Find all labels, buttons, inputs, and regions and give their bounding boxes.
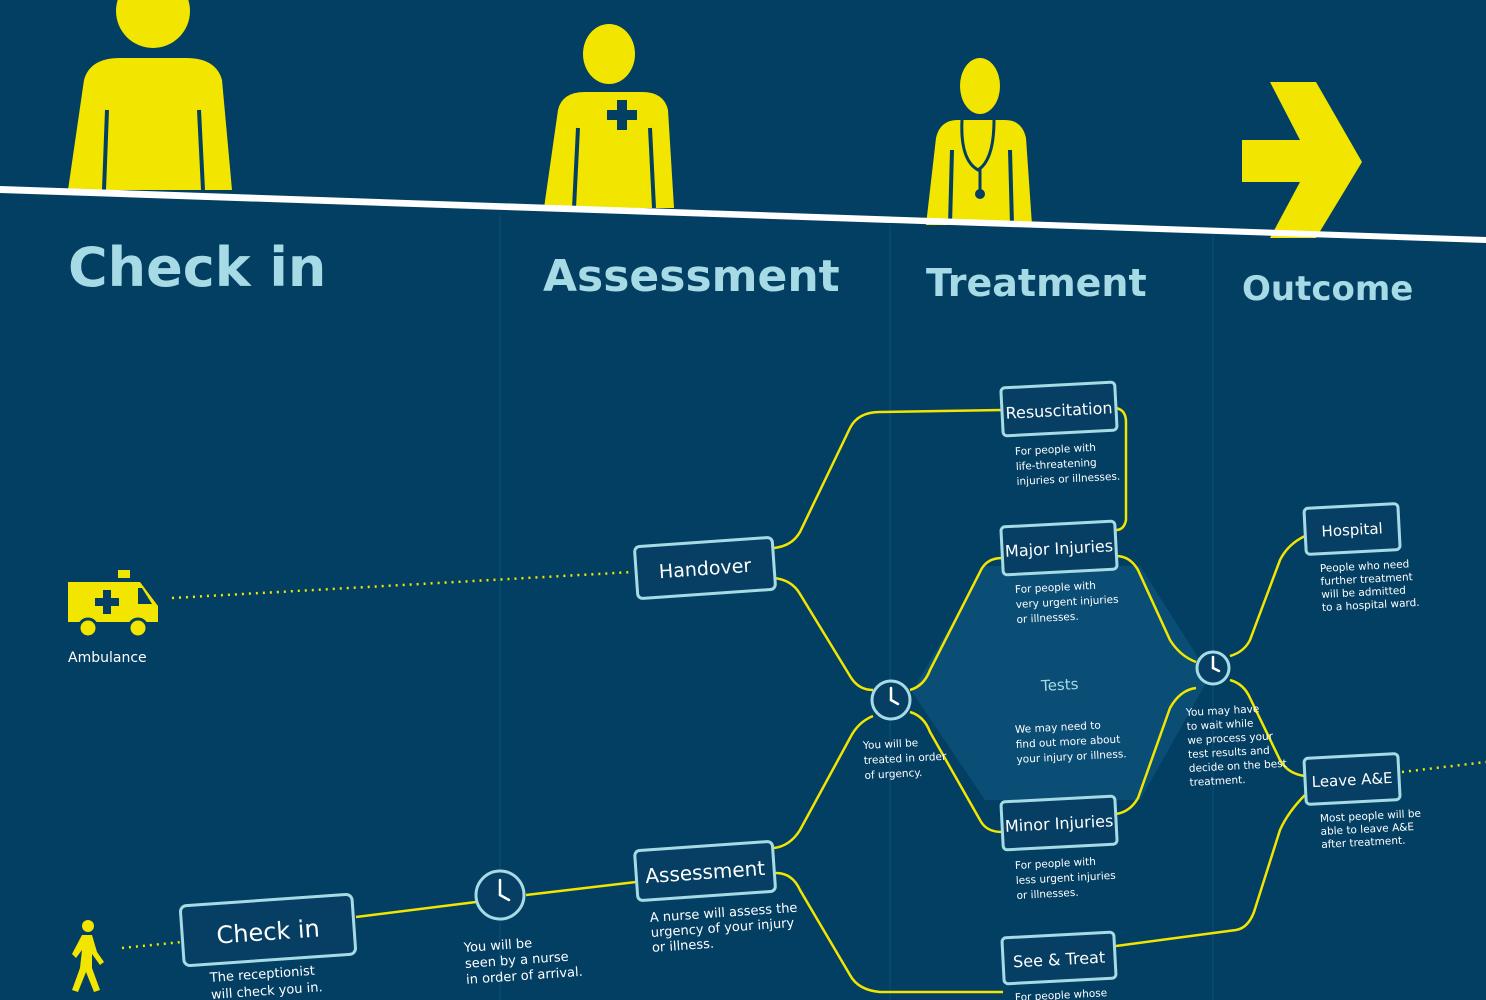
flow-lines: [355, 406, 1306, 994]
assessment-description: A nurse will assess the urgency of your …: [649, 901, 798, 956]
svg-text:injuries or illnesses.: injuries or illnesses.: [1016, 471, 1120, 488]
svg-text:very urgent injuries: very urgent injuries: [1015, 594, 1118, 611]
svg-text:We may need to: We may need to: [1015, 720, 1101, 736]
timeline-divider: [0, 186, 1486, 243]
svg-text:to a hospital ward.: to a hospital ward.: [1322, 597, 1420, 614]
tests-title: Tests: [1040, 675, 1079, 695]
svg-text:For people with: For people with: [1015, 442, 1096, 458]
svg-text:You will be: You will be: [462, 936, 532, 956]
check-in-description: The receptionist will check you in.: [208, 964, 324, 1000]
node-major-injuries: Major Injuries: [999, 519, 1119, 577]
wait-results-description: You may have to wait while we process yo…: [1185, 703, 1287, 789]
tests-panel: [912, 566, 1210, 800]
see-treat-description: For people whose: [1015, 987, 1108, 1000]
node-hospital: Hospital: [1302, 502, 1402, 556]
node-check-in: Check in: [179, 892, 357, 968]
svg-text:People who need: People who need: [1320, 558, 1410, 575]
ambulance-label: Ambulance: [68, 650, 147, 666]
svg-text:seen by a nurse: seen by a nurse: [464, 950, 569, 972]
stage-title-check-in: Check in: [68, 236, 326, 299]
node-assessment: Assessment: [633, 840, 777, 902]
node-leave-ae-label: Leave A&E: [1311, 769, 1393, 791]
svg-text:less urgent injuries: less urgent injuries: [1015, 870, 1115, 887]
patient-icon: [68, 0, 232, 191]
svg-text:life-threatening: life-threatening: [1015, 457, 1097, 473]
major-injuries-description: For people with very urgent injuries or …: [1015, 580, 1119, 626]
svg-text:treated in order: treated in order: [863, 751, 947, 767]
ambulance-icon: [68, 570, 158, 639]
svg-text:or illness.: or illness.: [651, 937, 714, 956]
node-resuscitation: Resuscitation: [999, 380, 1119, 438]
svg-text:The receptionist: The receptionist: [208, 964, 315, 986]
walk-in-route: [121, 940, 183, 950]
stage-title-treatment: Treatment: [926, 261, 1147, 305]
svg-text:or illnesses.: or illnesses.: [1016, 611, 1079, 626]
svg-text:will check you in.: will check you in.: [211, 980, 324, 1000]
svg-text:For people whose: For people whose: [1015, 987, 1108, 1000]
node-handover: Handover: [633, 536, 777, 600]
svg-text:after treatment.: after treatment.: [1321, 835, 1406, 851]
svg-text:of urgency.: of urgency.: [864, 767, 922, 782]
minor-injuries-description: For people with less urgent injuries or …: [1015, 856, 1116, 902]
svg-text:treatment.: treatment.: [1189, 774, 1246, 789]
svg-text:your injury or illness.: your injury or illness.: [1016, 748, 1127, 766]
svg-text:decide on the best: decide on the best: [1189, 758, 1287, 775]
tests-description: We may need to find out more about your …: [1015, 720, 1127, 766]
node-minor-injuries: Minor Injuries: [999, 794, 1119, 852]
node-leave-ae: Leave A&E: [1302, 752, 1402, 806]
svg-text:we process your: we process your: [1187, 730, 1274, 747]
svg-text:further treatment: further treatment: [1320, 571, 1413, 588]
wait-urgency-description: You will be treated in order of urgency.: [862, 737, 948, 782]
arrow-right-icon: [1242, 82, 1362, 238]
svg-text:You may have: You may have: [1185, 703, 1260, 719]
doctor-icon: [926, 58, 1032, 226]
svg-text:find out more about: find out more about: [1015, 734, 1120, 751]
svg-text:to wait while: to wait while: [1186, 717, 1253, 732]
svg-text:test results and: test results and: [1188, 745, 1270, 761]
ambulance-route: [171, 570, 634, 600]
svg-text:You will be: You will be: [862, 737, 919, 752]
svg-text:or illnesses.: or illnesses.: [1016, 887, 1079, 902]
leave-route: [1401, 760, 1486, 774]
stage-title-outcome: Outcome: [1242, 269, 1413, 309]
wait-clock-icon: [1195, 650, 1231, 686]
wait-clock-icon: [474, 869, 526, 921]
column-dividers: [499, 215, 1214, 1000]
svg-text:Most people will be: Most people will be: [1320, 808, 1422, 825]
svg-text:For people with: For people with: [1015, 580, 1096, 596]
node-hospital-label: Hospital: [1321, 519, 1383, 540]
leave-ae-description: Most people will be able to leave A&E af…: [1320, 808, 1422, 851]
wait-clock-icon: [870, 679, 912, 721]
hospital-description: People who need further treatment will b…: [1320, 558, 1420, 614]
svg-text:will be admitted: will be admitted: [1321, 585, 1406, 601]
stage-title-assessment: Assessment: [543, 251, 840, 302]
walking-person-icon: [72, 920, 104, 992]
node-see-treat: See & Treat: [1000, 930, 1118, 986]
svg-text:For people with: For people with: [1015, 856, 1096, 872]
node-see-treat-label: See & Treat: [1013, 948, 1106, 972]
svg-text:able to leave A&E: able to leave A&E: [1320, 821, 1414, 838]
resuscitation-description: For people with life-threatening injurie…: [1015, 442, 1121, 488]
nurse-icon: [544, 24, 674, 209]
wait-nurse-description: You will be seen by a nurse in order of …: [462, 936, 583, 988]
